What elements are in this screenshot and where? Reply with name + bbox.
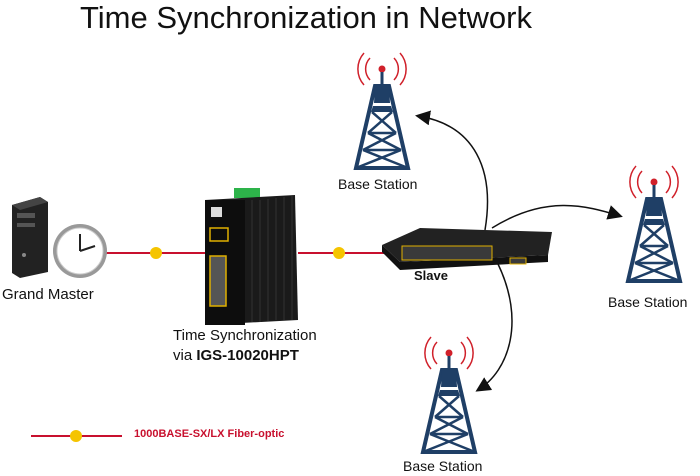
base-station-bottom-icon: [421, 335, 477, 454]
slave-label: Slave: [414, 268, 448, 283]
grand-master-label: Grand Master: [2, 286, 94, 303]
sync-arrow-top: [415, 110, 489, 231]
base-station-right-icon: [626, 164, 682, 283]
igs-10020hpt-switch-icon: [205, 188, 298, 325]
switch-caption-prefix: via: [173, 347, 197, 364]
switch-model: IGS-10020HPT: [196, 347, 299, 364]
base-station-top-label: Base Station: [338, 176, 418, 192]
legend-badge: [70, 430, 82, 442]
clock-icon: [53, 224, 107, 278]
page-title: Time Synchronization in Network: [80, 0, 532, 35]
sync-arrow-bottom: [475, 263, 513, 392]
base-station-top-icon: [354, 51, 410, 170]
legend-label: 1000BASE-SX/LX Fiber-optic: [134, 428, 285, 440]
link-badge: [333, 247, 345, 259]
switch-caption: Time Synchronization: [173, 327, 317, 344]
sync-arrow-right: [491, 204, 623, 229]
switch-caption-model-line: via IGS-10020HPT: [173, 347, 299, 364]
link-badge: [150, 247, 162, 259]
base-station-right-label: Base Station: [608, 294, 688, 310]
grand-master-server-icon: [12, 197, 48, 278]
slave-switch-icon: [382, 228, 552, 270]
base-station-bottom-label: Base Station: [403, 458, 483, 474]
